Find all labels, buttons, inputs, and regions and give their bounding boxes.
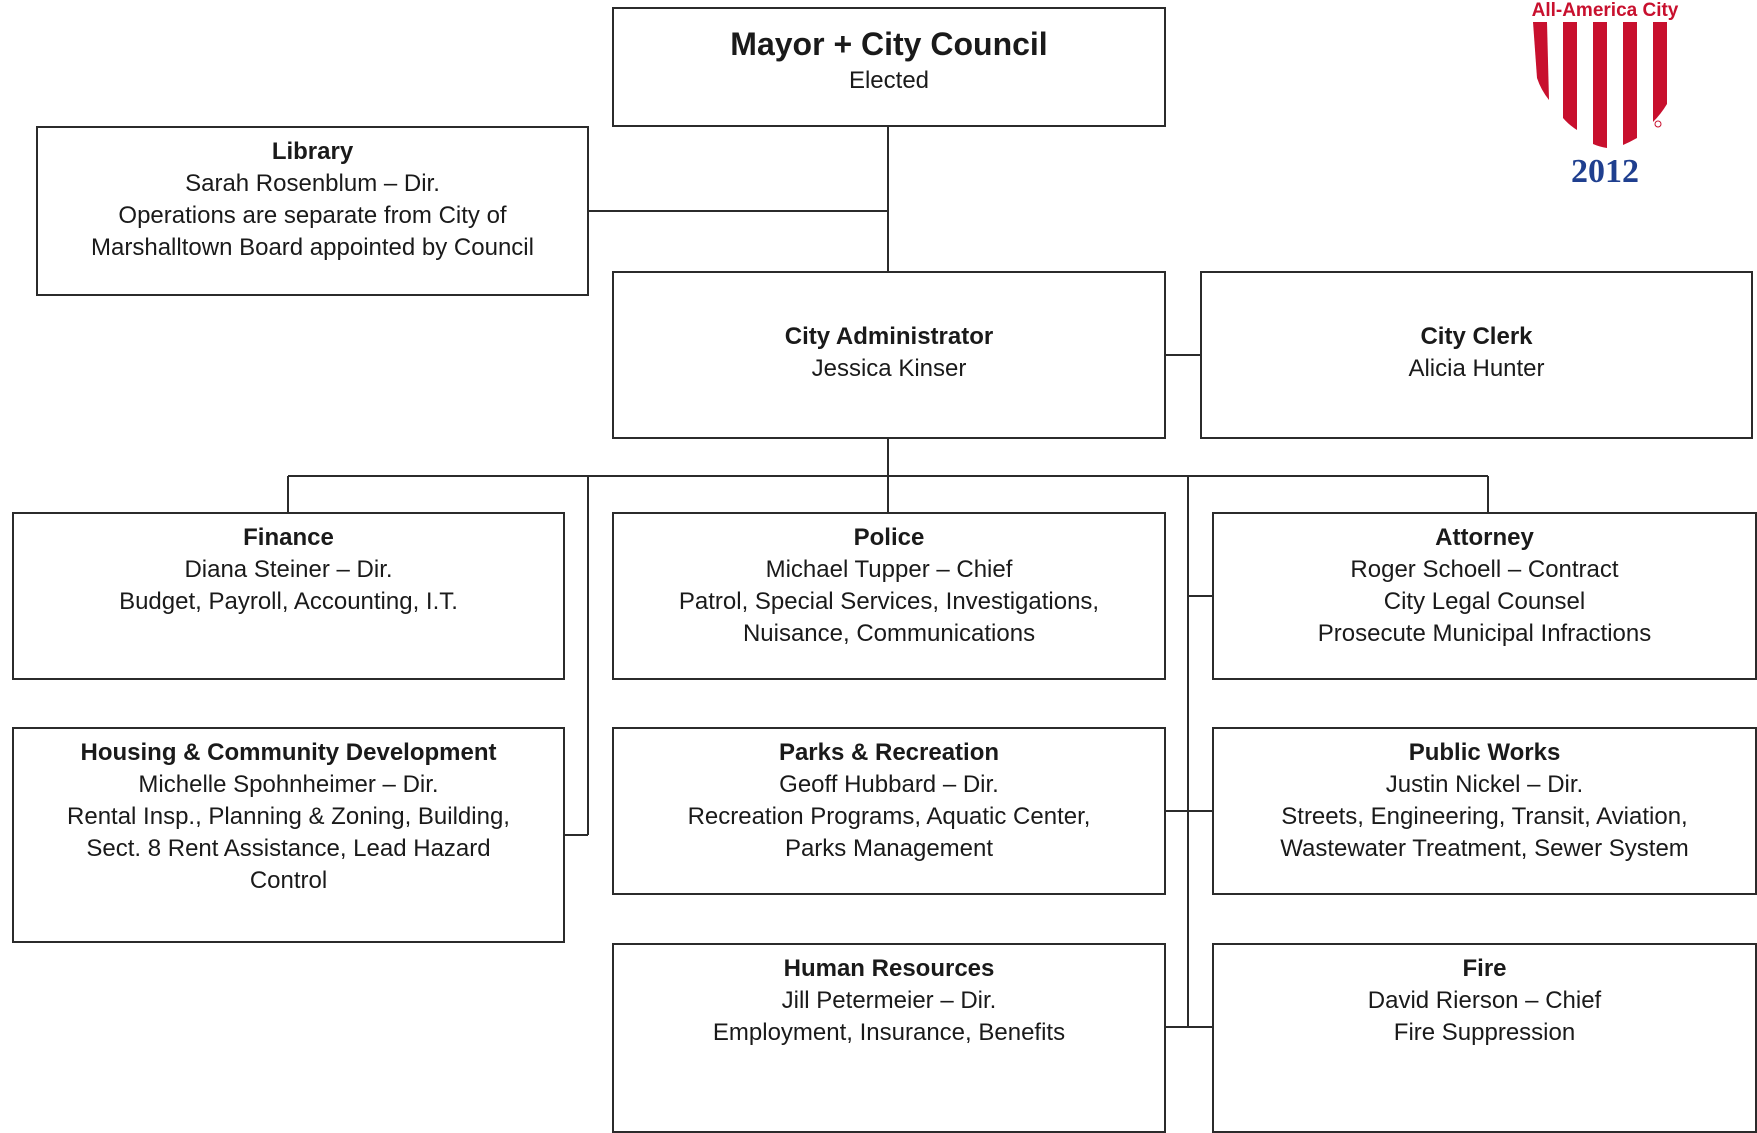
org-connectors [287, 127, 1489, 1028]
box-subtitle: Elected [848, 67, 930, 94]
box-desc: Patrol, Special Services, Investigations… [678, 588, 1100, 615]
box-desc: City Legal Counsel [1383, 588, 1586, 615]
box-desc: Prosecute Municipal Infractions [1317, 620, 1652, 647]
finance-box: Finance Diana Steiner – Dir. Budget, Pay… [12, 512, 565, 680]
box-title: City Administrator [784, 323, 994, 350]
box-desc: Operations are separate from City of [118, 202, 507, 229]
box-director: Sarah Rosenblum – Dir. [185, 170, 440, 197]
fire-box: Fire David Rierson – Chief Fire Suppress… [1212, 943, 1757, 1133]
box-title: Attorney [1435, 524, 1534, 551]
attorney-box: Attorney Roger Schoell – Contract City L… [1212, 512, 1757, 680]
box-desc: Nuisance, Communications [742, 620, 1036, 647]
box-desc: Control [249, 867, 328, 894]
housing-community-development-box: Housing & Community Development Michelle… [12, 727, 565, 943]
box-director: Roger Schoell – Contract [1350, 556, 1619, 583]
box-desc: Recreation Programs, Aquatic Center, [687, 803, 1091, 830]
city-administrator-box: City Administrator Jessica Kinser [612, 271, 1166, 439]
all-america-city-logo: All-America City 2012 [1525, 0, 1685, 190]
box-director: David Rierson – Chief [1367, 987, 1602, 1014]
box-title: Police [853, 524, 925, 551]
mayor-council-box: Mayor + City Council Elected [612, 7, 1166, 127]
library-box: Library Sarah Rosenblum – Dir. Operation… [36, 126, 589, 296]
box-desc: Sect. 8 Rent Assistance, Lead Hazard [86, 835, 491, 862]
box-title: Human Resources [783, 955, 995, 982]
human-resources-box: Human Resources Jill Petermeier – Dir. E… [612, 943, 1166, 1133]
box-title: Finance [243, 524, 334, 551]
box-desc: Marshalltown Board appointed by Council [91, 234, 534, 261]
logo-banner-text: All-America City [1532, 0, 1679, 21]
box-desc: Employment, Insurance, Benefits [712, 1019, 1066, 1046]
box-director: Michael Tupper – Chief [765, 556, 1013, 583]
box-title: Library [271, 138, 354, 165]
box-desc: Streets, Engineering, Transit, Aviation, [1281, 803, 1688, 830]
box-director: Geoff Hubbard – Dir. [779, 771, 999, 798]
public-works-box: Public Works Justin Nickel – Dir. Street… [1212, 727, 1757, 895]
police-box: Police Michael Tupper – Chief Patrol, Sp… [612, 512, 1166, 680]
box-director: Michelle Spohnheimer – Dir. [138, 771, 439, 798]
city-clerk-box: City Clerk Alicia Hunter [1200, 271, 1753, 439]
box-desc: Budget, Payroll, Accounting, I.T. [119, 588, 458, 615]
box-title: City Clerk [1420, 323, 1533, 350]
box-director: Jill Petermeier – Dir. [781, 987, 997, 1014]
box-desc: Parks Management [784, 835, 994, 862]
box-desc: Fire Suppression [1393, 1019, 1576, 1046]
box-title: Mayor + City Council [730, 26, 1048, 62]
parks-recreation-box: Parks & Recreation Geoff Hubbard – Dir. … [612, 727, 1166, 895]
box-desc: Rental Insp., Planning & Zoning, Buildin… [67, 803, 510, 830]
box-title: Fire [1462, 955, 1507, 982]
box-name: Alicia Hunter [1408, 355, 1545, 382]
box-title: Housing & Community Development [80, 739, 497, 766]
box-director: Diana Steiner – Dir. [184, 556, 393, 583]
box-desc: Wastewater Treatment, Sewer System [1280, 835, 1689, 862]
logo-year-text: 2012 [1571, 153, 1639, 190]
box-name: Jessica Kinser [811, 355, 967, 382]
box-title: Parks & Recreation [778, 739, 1000, 766]
box-title: Public Works [1408, 739, 1561, 766]
box-director: Justin Nickel – Dir. [1385, 771, 1584, 798]
